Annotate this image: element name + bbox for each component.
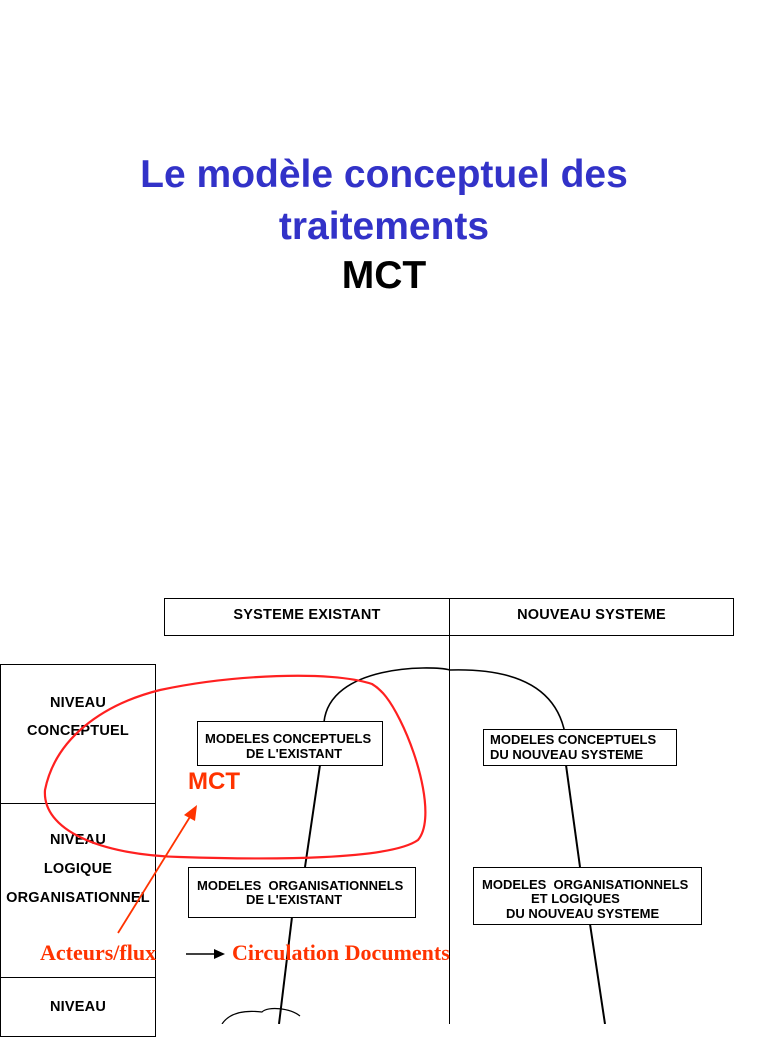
page-title-line2: traitements (278, 205, 490, 248)
model-conceptual-existing-line2: DE L'EXISTANT (246, 746, 343, 761)
connector-existing-upper (304, 764, 321, 868)
annotation-circulation-label: Circulation Documents (232, 940, 450, 965)
connector-new-upper (565, 764, 581, 868)
model-organisational-new: MODELES ORGANISATIONNELS ET LOGIQUES DU … (473, 867, 702, 925)
model-conceptual-new: MODELES CONCEPTUELS DU NOUVEAU SYSTEME (483, 729, 677, 766)
column-divider (449, 636, 450, 1024)
model-organisational-new-line3: DU NOUVEAU SYSTEME (506, 906, 660, 921)
model-conceptual-existing: MODELES CONCEPTUELS DE L'EXISTANT (197, 721, 383, 766)
level-logical-box: NIVEAU LOGIQUE ORGANISATIONNEL (0, 803, 156, 978)
level-logical-label-2: LOGIQUE (43, 861, 113, 877)
page-title-line1: Le modèle conceptuel des (140, 153, 628, 196)
arch-curve (323, 667, 567, 741)
bottom-sketch (221, 1007, 301, 1024)
level-bottom-label-1: NIVEAU (50, 999, 106, 1015)
column-header-new-label: NOUVEAU SYSTEME (517, 607, 666, 623)
model-organisational-existing-line2: DE L'EXISTANT (246, 892, 343, 907)
connector-new-lower (589, 923, 606, 1024)
model-organisational-existing-line1: MODELES ORGANISATIONNELS (197, 878, 404, 893)
level-logical-label-3: ORGANISATIONNEL (6, 890, 150, 906)
model-conceptual-existing-line1: MODELES CONCEPTUELS (205, 731, 372, 746)
level-conceptual-label-1: NIVEAU (50, 695, 106, 711)
annotation-mct-label: MCT (188, 768, 240, 795)
page-subtitle-mct: MCT (341, 254, 427, 297)
column-header-new: NOUVEAU SYSTEME (449, 598, 734, 636)
column-header-existing-label: SYSTEME EXISTANT (233, 607, 381, 623)
model-organisational-existing: MODELES ORGANISATIONNELS DE L'EXISTANT (188, 867, 416, 918)
level-logical-label-1: NIVEAU (50, 832, 106, 848)
model-conceptual-new-line2: DU NOUVEAU SYSTEME (490, 747, 644, 762)
model-conceptual-new-line1: MODELES CONCEPTUELS (490, 732, 657, 747)
flow-arrow-head (214, 949, 225, 959)
actors-arrow-line (117, 811, 194, 934)
model-organisational-new-line2: ET LOGIQUES (531, 891, 620, 906)
annotation-actors-label: Acteurs/flux (40, 940, 157, 965)
model-organisational-new-line1: MODELES ORGANISATIONNELS (482, 877, 689, 892)
actors-arrow-head (184, 805, 197, 821)
mct-loop-outline (43, 674, 427, 860)
connector-existing-lower (278, 916, 293, 1024)
